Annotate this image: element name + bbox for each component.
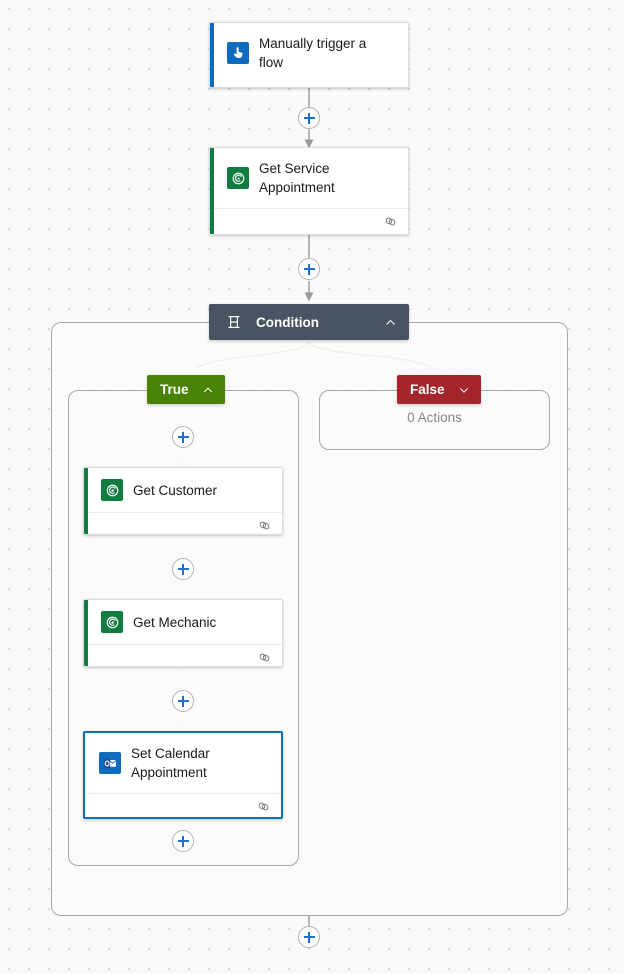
card-header: Set Calendar Appointment <box>85 733 281 793</box>
link-icon[interactable] <box>383 214 398 229</box>
manual-trigger-icon <box>227 42 249 64</box>
accent-bar <box>210 148 214 234</box>
dataverse-icon <box>227 167 249 189</box>
condition-title: Condition <box>256 314 319 330</box>
add-step-true-branch-top[interactable] <box>172 426 194 448</box>
false-branch-empty-label: 0 Actions <box>407 410 462 425</box>
dataverse-icon <box>101 479 123 501</box>
link-icon[interactable] <box>257 650 272 665</box>
node-title: Get Customer <box>133 482 218 498</box>
card-header: Get Mechanic <box>84 600 282 644</box>
card-header: Get Customer <box>84 468 282 512</box>
add-step-after-get-mechanic[interactable] <box>172 690 194 712</box>
card-footer <box>85 793 281 817</box>
node-condition[interactable]: Condition <box>209 304 409 340</box>
branch-label-false[interactable]: False <box>397 375 481 404</box>
add-step-after-get-service-appointment[interactable] <box>298 258 320 280</box>
card-header: Manually trigger a flow <box>210 23 408 83</box>
branch-false-text: False <box>410 382 445 397</box>
accent-bar <box>84 600 88 666</box>
node-get-service-appointment[interactable]: Get Service Appointment <box>209 147 409 235</box>
node-get-customer[interactable]: Get Customer <box>83 467 283 535</box>
add-step-after-trigger[interactable] <box>298 107 320 129</box>
card-footer <box>84 644 282 666</box>
node-set-calendar-appointment[interactable]: Set Calendar Appointment <box>83 731 283 819</box>
outlook-icon <box>99 752 121 774</box>
accent-bar <box>84 468 88 534</box>
accent-bar <box>210 23 214 87</box>
card-footer <box>84 512 282 534</box>
node-title: Get Service Appointment <box>259 161 335 195</box>
node-title: Manually trigger a flow <box>259 36 367 70</box>
card-header: Get Service Appointment <box>210 148 408 208</box>
node-title: Set Calendar Appointment <box>131 746 210 780</box>
link-icon[interactable] <box>257 518 272 533</box>
add-step-after-condition[interactable] <box>298 926 320 948</box>
add-step-true-branch-bottom[interactable] <box>172 830 194 852</box>
chevron-up-icon[interactable] <box>384 316 397 329</box>
node-title: Get Mechanic <box>133 614 217 630</box>
branch-true-text: True <box>160 382 189 397</box>
condition-icon <box>223 311 245 333</box>
add-step-after-get-customer[interactable] <box>172 558 194 580</box>
chevron-up-icon[interactable] <box>202 384 214 396</box>
node-manually-trigger-a-flow[interactable]: Manually trigger a flow <box>209 22 409 88</box>
dataverse-icon <box>101 611 123 633</box>
link-icon[interactable] <box>256 799 271 814</box>
card-footer <box>210 208 408 234</box>
node-get-mechanic[interactable]: Get Mechanic <box>83 599 283 667</box>
chevron-down-icon[interactable] <box>458 384 470 396</box>
branch-label-true[interactable]: True <box>147 375 225 404</box>
